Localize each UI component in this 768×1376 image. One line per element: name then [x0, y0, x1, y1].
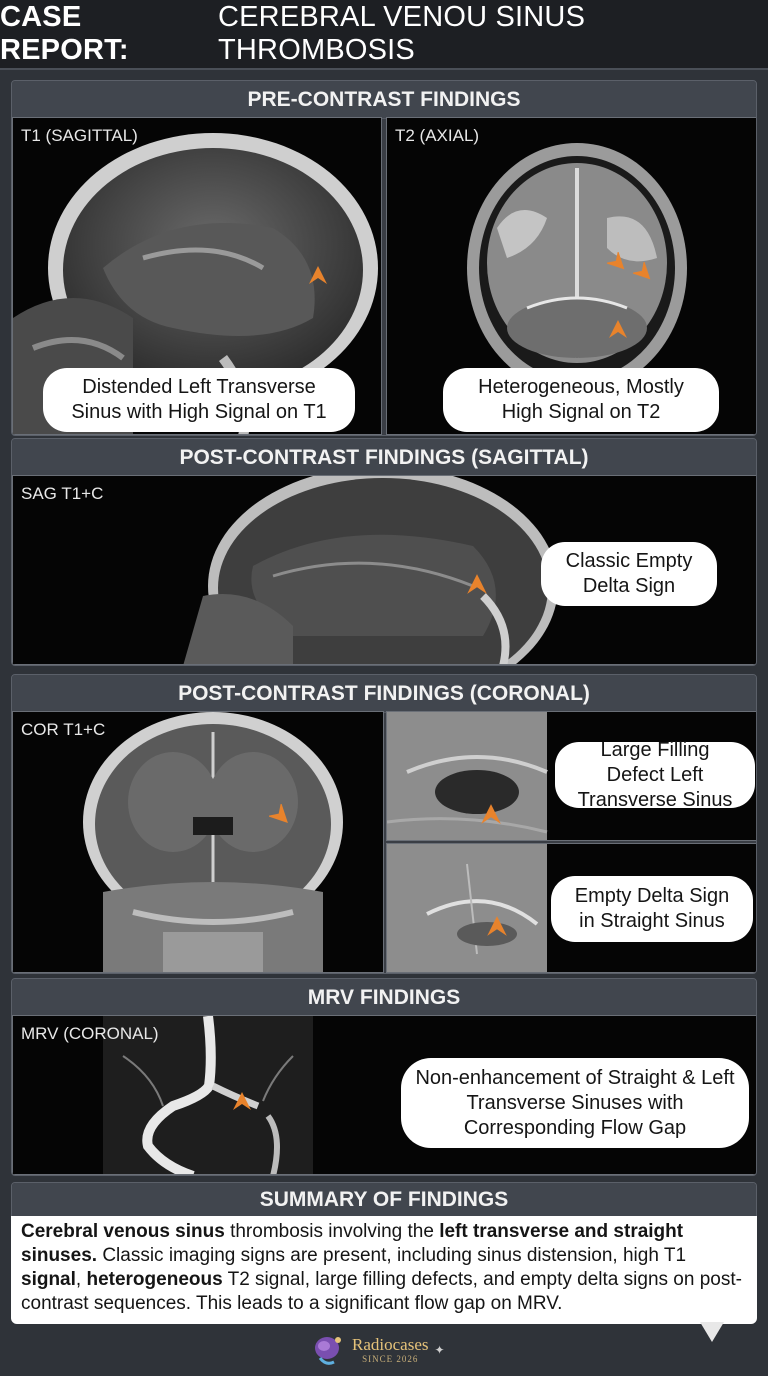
pre-contrast-header: PRE-CONTRAST FINDINGS — [12, 81, 756, 119]
cor-callout-top: Large Filling Defect Left Transverse Sin… — [555, 739, 755, 811]
mrv-image: MRV (CORONAL) Non-enhancement of Straigh… — [12, 1015, 756, 1175]
summary-bold-7: heterogeneous — [86, 1269, 223, 1290]
logo-since: SINCE 2026 — [362, 1354, 419, 1364]
post-sagittal-panel: POST-CONTRAST FINDINGS (SAGITTAL) SAG T1… — [11, 438, 757, 666]
pre-contrast-panel: PRE-CONTRAST FINDINGS T1 (SAGITTAL) Dist… — [11, 80, 757, 436]
mrv-scan — [103, 1016, 313, 1174]
summary-bold-1: Cerebral venous sinus — [21, 1221, 225, 1242]
t2-label: T2 (AXIAL) — [395, 126, 480, 145]
summary-text-4: Classic imaging signs are present, inclu… — [97, 1245, 687, 1266]
mrv-label: MRV (CORONAL) — [21, 1024, 159, 1043]
mrv-header: MRV FINDINGS — [12, 979, 756, 1017]
sag-callout: Classic Empty Delta Sign — [541, 542, 717, 606]
post-coronal-panel: POST-CONTRAST FINDINGS (CORONAL) COR T1+… — [11, 674, 757, 974]
post-sagittal-header: POST-CONTRAST FINDINGS (SAGITTAL) — [12, 439, 756, 477]
speech-tail — [700, 1322, 724, 1342]
mrv-panel: MRV FINDINGS MRV (CORONAL) Non-enhanceme… — [11, 978, 757, 1176]
sag-t1c-image: SAG T1+C Classic Empty Delta Sign — [12, 475, 756, 665]
summary-bold-5: signal — [21, 1269, 76, 1290]
radiocases-logo: Radiocases SINCE 2026 ✦ — [312, 1330, 462, 1370]
t1-sagittal-scan — [13, 133, 378, 434]
cor-t1c-scan — [83, 712, 343, 972]
sparkle-icon: ✦ — [434, 1343, 445, 1357]
mrv-callout: Non-enhancement of Straight & Left Trans… — [401, 1058, 749, 1148]
title-light: CEREBRAL VENOU SINUS THROMBOSIS — [218, 1, 586, 66]
summary-text-8: T2 signal, large filling defects, and em… — [21, 1269, 742, 1314]
summary-text-6: , — [75, 1269, 87, 1290]
t1-label: T1 (SAGITTAL) — [21, 126, 138, 145]
cor-zoom-bottom-image: Empty Delta Sign in Straight Sinus — [386, 843, 756, 973]
t1-callout: Distended Left Transverse Sinus with Hig… — [43, 368, 355, 432]
cor-callout-bottom: Empty Delta Sign in Straight Sinus — [551, 876, 753, 942]
t2-callout: Heterogeneous, Mostly High Signal on T2 — [443, 368, 719, 432]
cor-t1c-label: COR T1+C — [21, 720, 106, 739]
post-coronal-header: POST-CONTRAST FINDINGS (CORONAL) — [12, 675, 756, 713]
cor-zoom-top-image: Large Filling Defect Left Transverse Sin… — [386, 711, 756, 841]
t2-axial-scan — [467, 143, 687, 393]
cor-t1c-image: COR T1+C — [12, 711, 384, 973]
sag-t1c-scan — [183, 476, 558, 664]
summary-bold-3: left transverse and straight sinuses. — [21, 1221, 684, 1266]
title-bold: CASE REPORT: — [0, 1, 129, 66]
sag-t1c-label: SAG T1+C — [21, 484, 104, 503]
t1-sagittal-image: T1 (SAGITTAL) Distended Left Transverse … — [12, 117, 382, 435]
page-title: CASE REPORT: CEREBRAL VENOU SINUS THROMB… — [0, 0, 768, 70]
summary-header: SUMMARY OF FINDINGS — [12, 1183, 756, 1217]
summary-text-2: thrombosis involving the — [224, 1221, 440, 1242]
cor-zoom-top-scan — [387, 712, 548, 840]
cor-zoom-bottom-scan — [387, 844, 547, 972]
t2-axial-image: T2 (AXIAL) Heterogeneous, Mostly High Si… — [386, 117, 756, 435]
summary-panel: SUMMARY OF FINDINGS — [11, 1182, 757, 1218]
summary-text: Cerebral venous sinus thrombosis involvi… — [11, 1216, 757, 1324]
logo-name: Radiocases — [352, 1335, 429, 1354]
brain-logo-icon — [315, 1337, 341, 1365]
